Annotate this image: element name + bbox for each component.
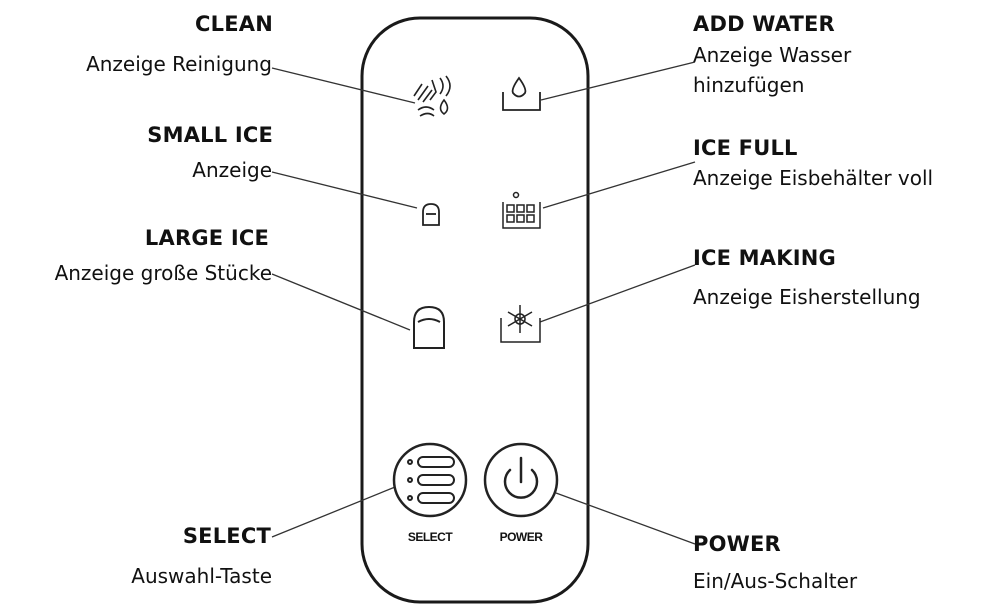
label-select-title: SELECT xyxy=(182,524,271,548)
large-ice-icon xyxy=(413,305,445,349)
water-drop-icon xyxy=(502,76,541,111)
label-large-ice-desc: Anzeige große Stücke xyxy=(54,261,272,285)
label-ice-full-desc: Anzeige Eisbehälter voll xyxy=(693,166,934,190)
leader-line-small-ice xyxy=(271,171,418,209)
leader-line-add-water xyxy=(540,61,696,101)
leader-line-clean xyxy=(271,67,416,104)
power-icon xyxy=(503,456,539,499)
select-lines-icon xyxy=(407,456,455,504)
select-button-text: SELECT xyxy=(408,530,454,544)
label-small-ice-title: SMALL ICE xyxy=(147,123,273,147)
label-ice-full-title: ICE FULL xyxy=(693,136,798,160)
power-button-text: POWER xyxy=(500,530,544,544)
label-clean-title: CLEAN xyxy=(195,12,273,36)
label-select-desc: Auswahl-Taste xyxy=(131,564,272,588)
control-panel-body xyxy=(360,16,590,604)
leader-line-power xyxy=(555,492,696,545)
label-power-title: POWER xyxy=(693,532,781,556)
leader-line-ice-making xyxy=(539,264,696,323)
label-power-desc: Ein/Aus-Schalter xyxy=(693,569,858,593)
label-clean-desc: Anzeige Reinigung xyxy=(86,52,272,76)
ice-full-icon xyxy=(502,191,541,229)
snowflake-icon xyxy=(500,305,541,343)
power-button[interactable]: POWER xyxy=(483,442,559,544)
label-add-water-desc-line1: Anzeige Wasser xyxy=(693,43,852,67)
select-button[interactable]: SELECT xyxy=(392,442,468,544)
leader-line-ice-full xyxy=(542,161,696,209)
label-small-ice-desc: Anzeige xyxy=(192,158,272,182)
label-ice-making-desc: Anzeige Eisherstellung xyxy=(693,285,921,309)
label-add-water-title: ADD WATER xyxy=(693,12,835,36)
label-add-water-desc-line2: hinzufügen xyxy=(693,73,805,97)
label-large-ice-title: LARGE ICE xyxy=(144,226,269,250)
label-ice-making-title: ICE MAKING xyxy=(693,246,836,270)
small-ice-icon xyxy=(422,203,440,226)
leader-line-select xyxy=(271,484,401,538)
clean-icon xyxy=(413,75,451,117)
leader-line-large-ice xyxy=(271,273,411,331)
